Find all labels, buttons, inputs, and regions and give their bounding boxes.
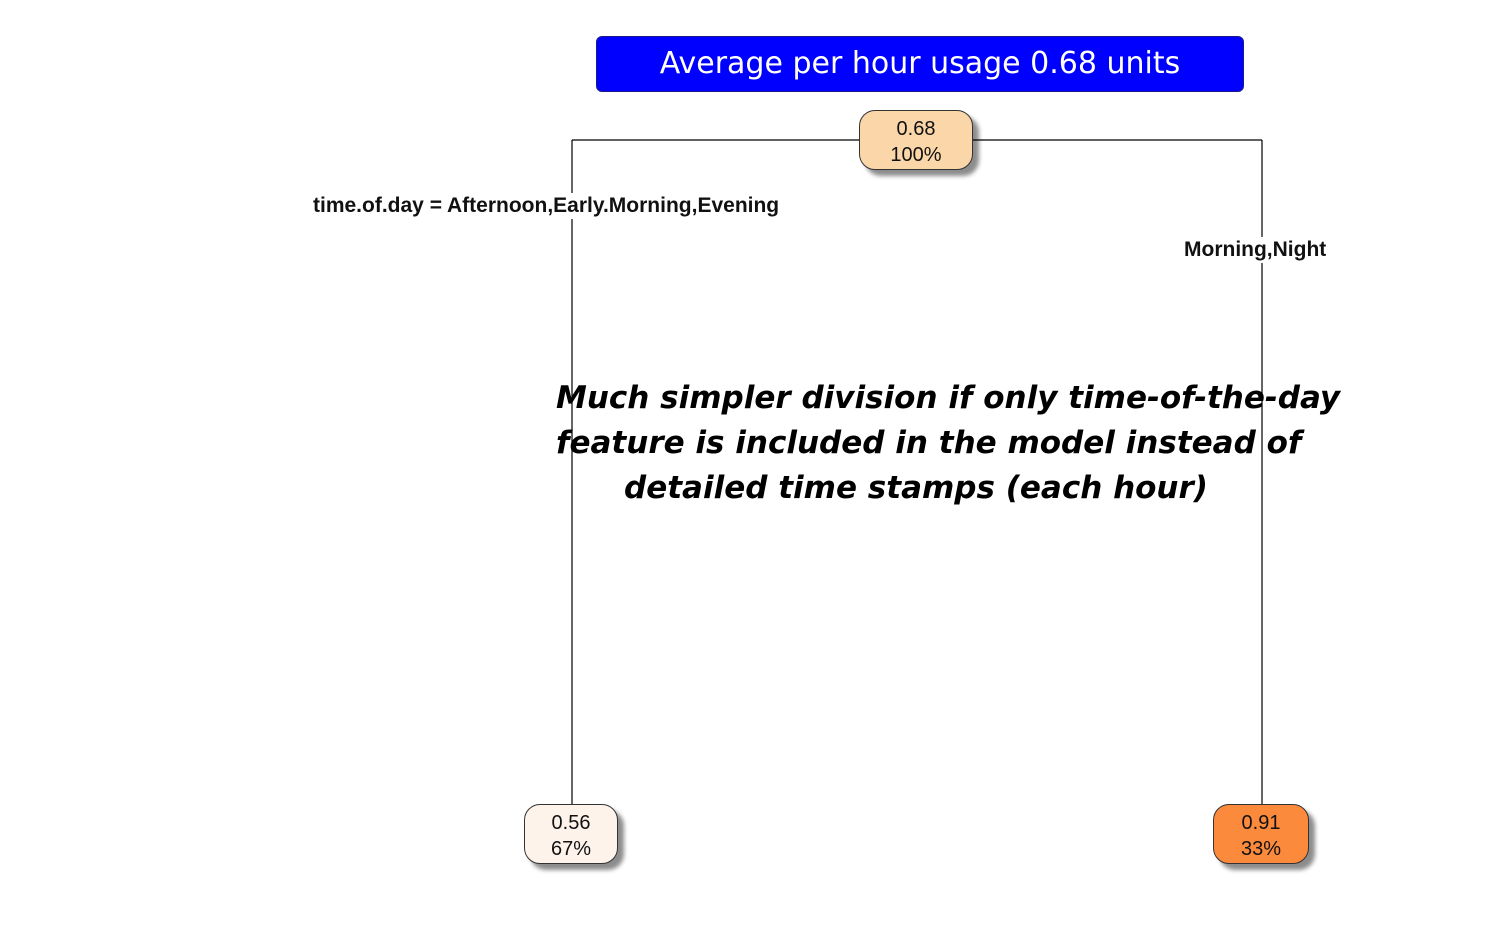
- annotation-line-3: detailed time stamps (each hour): [624, 470, 1208, 506]
- split-label-left: time.of.day = Afternoon,Early.Morning,Ev…: [313, 193, 780, 219]
- annotation-text: Much simpler division if only time-of-th…: [556, 376, 1341, 511]
- split-label-right: Morning,Night: [1184, 237, 1327, 263]
- annotation-line-2: feature is included in the model instead…: [556, 425, 1302, 461]
- left-leaf-percent: 67%: [550, 838, 592, 860]
- root-node-percent: 100%: [890, 144, 942, 166]
- title-banner: Average per hour usage 0.68 units: [596, 36, 1244, 92]
- root-node-value: 0.68: [896, 118, 936, 140]
- left-leaf-value: 0.56: [551, 812, 591, 834]
- right-leaf-value: 0.91: [1241, 812, 1281, 834]
- right-leaf-node: 0.91 33%: [1213, 804, 1309, 864]
- annotation-line-1: Much simpler division if only time-of-th…: [556, 380, 1341, 416]
- right-leaf-percent: 33%: [1240, 838, 1282, 860]
- left-leaf-node: 0.56 67%: [524, 804, 618, 864]
- root-node: 0.68 100%: [859, 110, 973, 170]
